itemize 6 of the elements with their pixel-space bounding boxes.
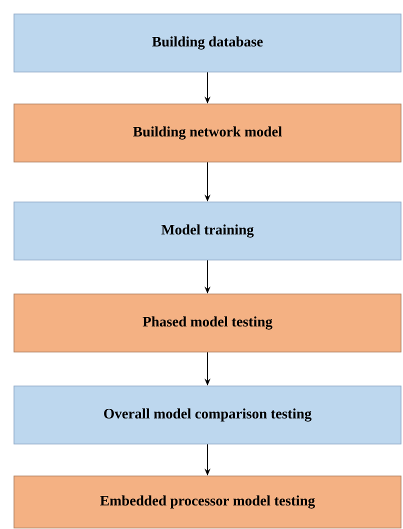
process-box: Overall model comparison testing: [14, 386, 402, 444]
process-box: Building database: [14, 14, 402, 72]
process-box: Building network model: [14, 104, 402, 162]
process-box: Embedded processor model testing: [14, 476, 402, 528]
process-box: Model training: [14, 202, 402, 260]
process-box: Phased model testing: [14, 294, 402, 352]
